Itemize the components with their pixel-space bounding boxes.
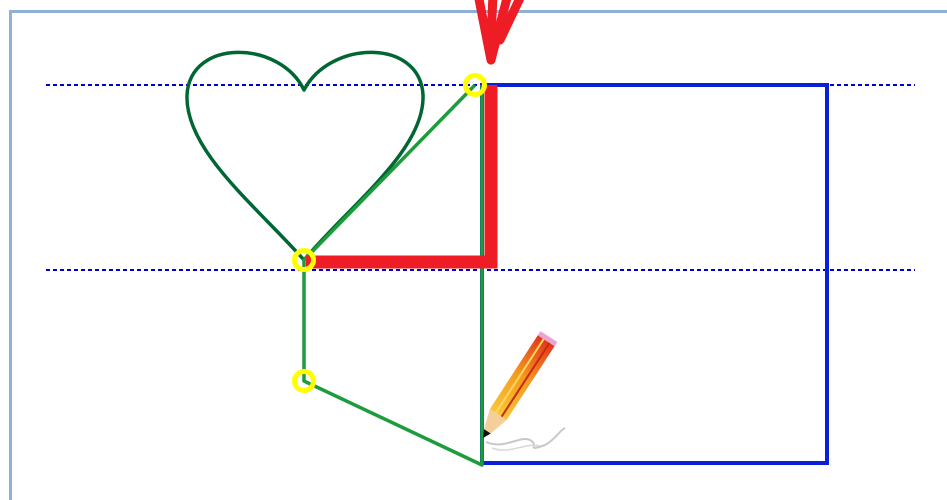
heart-shape	[187, 52, 423, 260]
red-corner-highlight	[306, 85, 491, 262]
green-path	[304, 85, 482, 465]
red-arrow-pointer	[478, 0, 520, 60]
blue-rectangle	[482, 85, 827, 463]
pencil-icon	[475, 331, 565, 450]
